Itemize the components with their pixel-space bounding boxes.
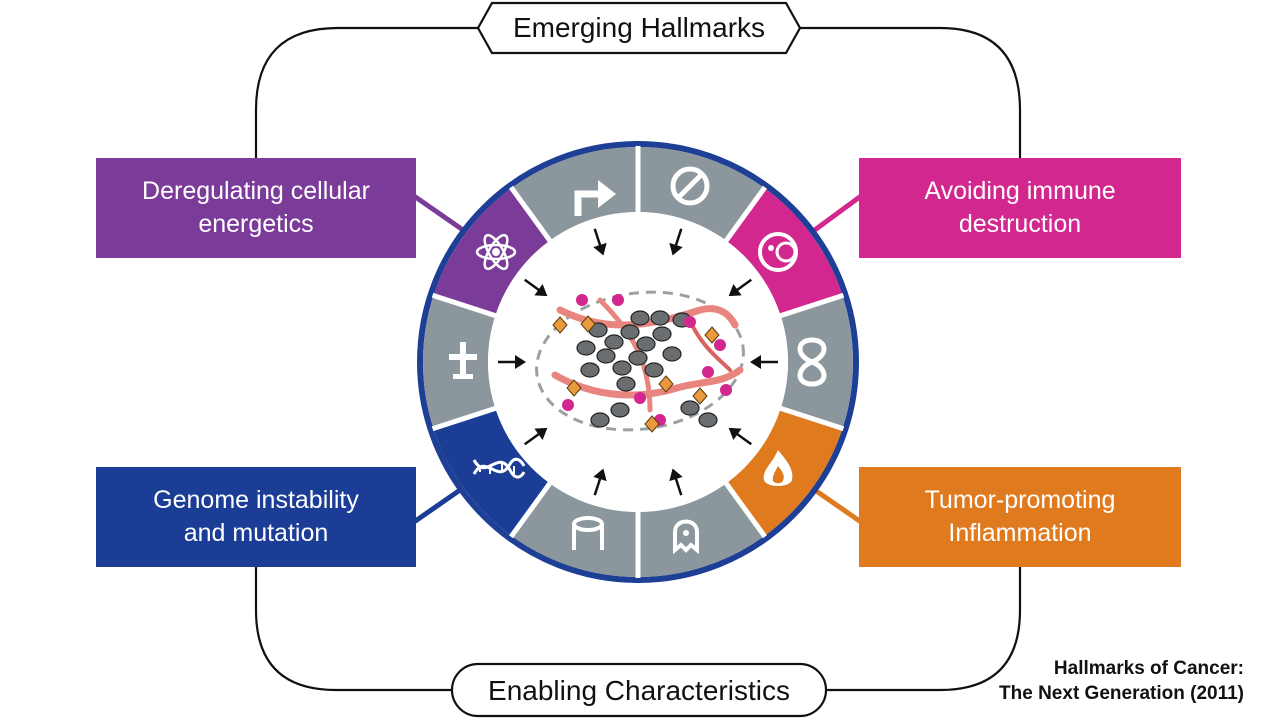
wheel-dividers: [431, 146, 845, 578]
flame-icon: [763, 450, 793, 486]
wheel-segment: [433, 188, 550, 316]
dagger-icon: [449, 342, 477, 379]
genome-label: Genome instability and mutation: [153, 486, 359, 547]
tumor-cell: [590, 412, 610, 428]
genome-instability-box: Genome instability and mutation: [96, 467, 416, 567]
immune-cell: [720, 384, 732, 396]
wheel-divider: [509, 480, 554, 539]
fibroblast-cell: [566, 379, 582, 397]
tumor-promoting-inflammation-box: Tumor-promoting Inflammation: [859, 467, 1181, 567]
immune-cell: [612, 294, 624, 306]
immune-connector: [810, 193, 863, 235]
tumor-cell: [604, 334, 624, 350]
wheel-divider: [777, 405, 845, 432]
inward-arrow: [669, 228, 683, 256]
inward-arrow: [593, 468, 607, 496]
atom-icon: [475, 233, 517, 271]
ghost-cell-icon: [673, 519, 699, 555]
wheel-segment: [433, 408, 550, 536]
tumor-cell: [650, 310, 670, 326]
tumor-cell: [644, 362, 664, 378]
immune-cell: [702, 366, 714, 378]
tumor-cell: [662, 346, 682, 362]
wheel-divider: [431, 292, 499, 319]
inflammation-label: Tumor-promoting Inflammation: [924, 486, 1116, 547]
energetics-connector: [412, 193, 465, 233]
inward-arrow: [498, 355, 526, 369]
tumor-cell: [630, 310, 650, 326]
enabling-characteristics-text: Enabling Characteristics: [488, 675, 790, 706]
wheel-segment: [638, 147, 765, 241]
connector-frame-top: [254, 26, 1022, 158]
tumor-cell: [612, 360, 632, 376]
fibroblast-cell: [704, 326, 720, 344]
genome-connector: [412, 487, 462, 525]
citation-caption: Hallmarks of Cancer: The Next Generation…: [999, 656, 1244, 706]
bent-arrow-icon: [574, 180, 616, 216]
inflammation-connector: [810, 485, 863, 525]
inward-arrow: [524, 427, 548, 446]
enabling-characteristics-label: Enabling Characteristics: [450, 662, 828, 718]
avoiding-immune-destruction-box: Avoiding immune destruction: [859, 158, 1181, 258]
inward-arrow: [524, 278, 548, 297]
energetics-label: Deregulating cellular energetics: [142, 177, 370, 238]
immune-label: Avoiding immune destruction: [924, 177, 1116, 238]
immune-cell: [576, 294, 588, 306]
immune-cell-icon: [758, 232, 798, 272]
wheel-segment: [638, 483, 765, 577]
inward-arrows: [498, 228, 778, 496]
blood-vessel-icon: [572, 516, 604, 550]
tumor-cells: [552, 294, 732, 433]
emerging-hallmarks-text: Emerging Hallmarks: [513, 12, 765, 43]
tumor-cell: [576, 340, 596, 356]
inward-arrow: [728, 427, 752, 446]
hallmarks-wheel: [417, 141, 859, 583]
caption-line-2: The Next Generation (2011): [999, 683, 1244, 704]
tumor-microenvironment-illustration: [535, 290, 745, 433]
tumor-cell: [580, 362, 600, 378]
fibroblast-cell: [644, 415, 660, 433]
caption-line-1: Hallmarks of Cancer:: [1053, 658, 1244, 679]
infinity-icon: [797, 337, 827, 387]
emerging-hallmarks-label: Emerging Hallmarks: [476, 1, 802, 55]
immune-cell: [714, 339, 726, 351]
wheel-segment: [423, 295, 496, 429]
inward-arrow: [750, 355, 778, 369]
wheel-divider: [431, 405, 499, 432]
immune-cell: [562, 399, 574, 411]
immune-cell: [634, 392, 646, 404]
tumor-cell: [610, 402, 630, 418]
tumor-cell: [636, 336, 656, 352]
fibroblast-cell: [658, 375, 674, 393]
wheel-divider: [722, 185, 767, 244]
tumor-cell: [616, 376, 636, 392]
wheel-divider: [777, 292, 845, 319]
inward-arrow: [669, 468, 683, 496]
immune-cell: [684, 316, 696, 328]
tumor-cell: [628, 350, 648, 366]
prohibition-icon: [670, 166, 710, 206]
tumor-cell: [596, 348, 616, 364]
deregulating-cellular-energetics-box: Deregulating cellular energetics: [96, 158, 416, 258]
wheel-divider: [722, 480, 767, 539]
inward-arrow: [728, 278, 752, 297]
tumor-cell: [620, 324, 640, 340]
dna-helix-icon: [472, 457, 526, 479]
inward-arrow: [593, 228, 607, 256]
fibroblast-cell: [580, 315, 596, 333]
wheel-divider: [509, 185, 554, 244]
connector-frame-bottom: [254, 567, 1022, 692]
tumor-cell: [652, 326, 672, 342]
fibroblast-cell: [692, 387, 708, 405]
tumor-cell: [698, 412, 718, 428]
tumor-cell: [680, 400, 700, 416]
fibroblast-cell: [552, 316, 568, 334]
